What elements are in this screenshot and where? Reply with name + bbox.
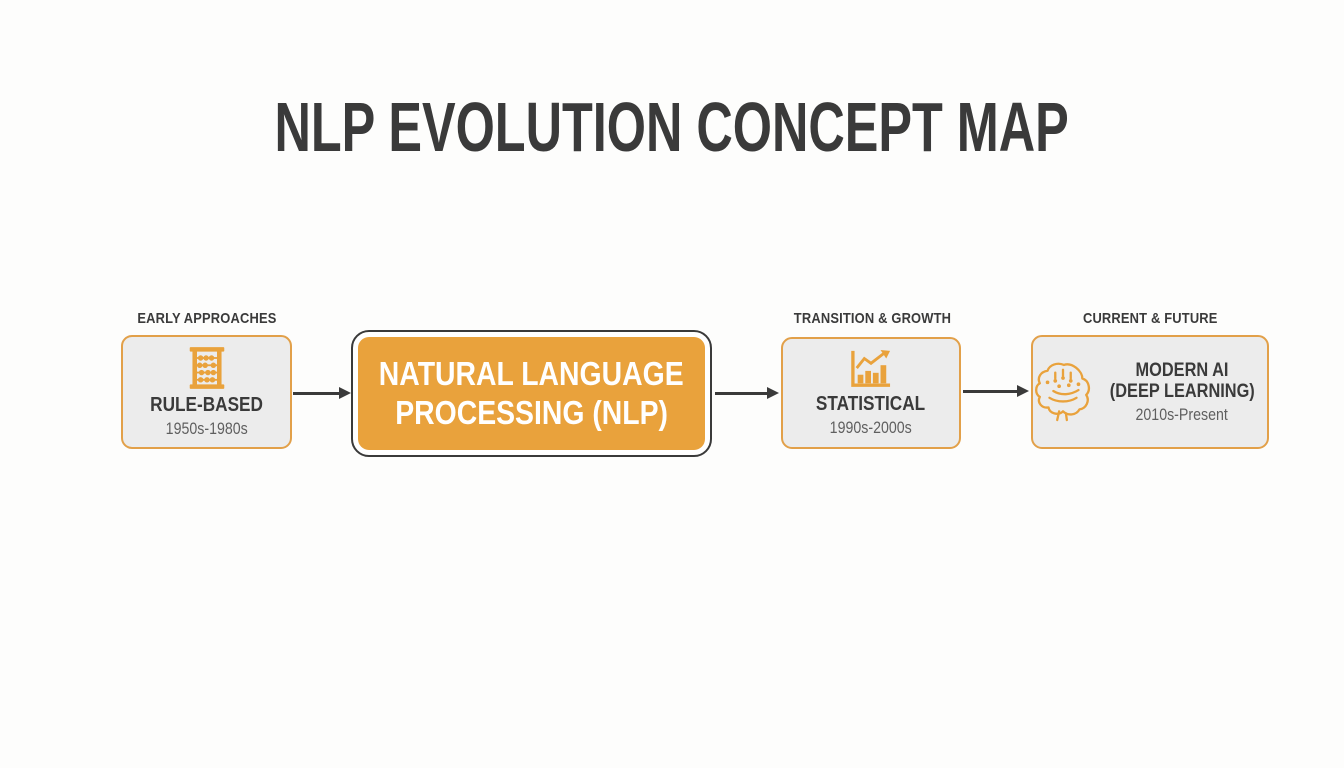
node-period: 2010s-Present (1135, 405, 1229, 424)
arrow-connector-1 (293, 392, 340, 395)
nlp-title-line2: PROCESSING (NLP) (395, 393, 668, 431)
arrow-connector-3 (963, 390, 1018, 393)
page-title: NLP EVOLUTION CONCEPT MAP (0, 92, 1344, 162)
group-label-transition-growth: TRANSITION & GROWTH (793, 310, 952, 327)
node-nlp-central-fill: NATURAL LANGUAGE PROCESSING (NLP) (358, 337, 705, 450)
abacus-icon (187, 346, 227, 390)
brain-icon (1034, 360, 1092, 424)
node-text-block: MODERN AI (DEEP LEARNING) 2010s-Present (1098, 360, 1267, 424)
group-label-early-approaches: EARLY APPROACHES (136, 310, 277, 327)
node-modern-ai: MODERN AI (DEEP LEARNING) 2010s-Present (1031, 335, 1269, 449)
node-name-line2: (DEEP LEARNING) (1109, 381, 1255, 403)
group-label-current-future: CURRENT & FUTURE (1082, 310, 1218, 327)
node-statistical: STATISTICAL 1990s-2000s (781, 337, 961, 449)
arrow-connector-2 (715, 392, 768, 395)
node-rule-based: RULE-BASED 1950s-1980s (121, 335, 292, 449)
node-nlp-central: NATURAL LANGUAGE PROCESSING (NLP) (351, 330, 712, 457)
nlp-title-line1: NATURAL LANGUAGE (379, 354, 684, 392)
bar-chart-icon (849, 349, 893, 389)
node-name: RULE-BASED (150, 394, 263, 417)
node-period: 1990s-2000s (829, 418, 913, 437)
node-period: 1950s-1980s (165, 419, 248, 438)
page-title-text: NLP EVOLUTION CONCEPT MAP (274, 88, 1070, 166)
node-name-line1: MODERN AI (1135, 360, 1229, 382)
node-name: STATISTICAL (816, 393, 926, 416)
